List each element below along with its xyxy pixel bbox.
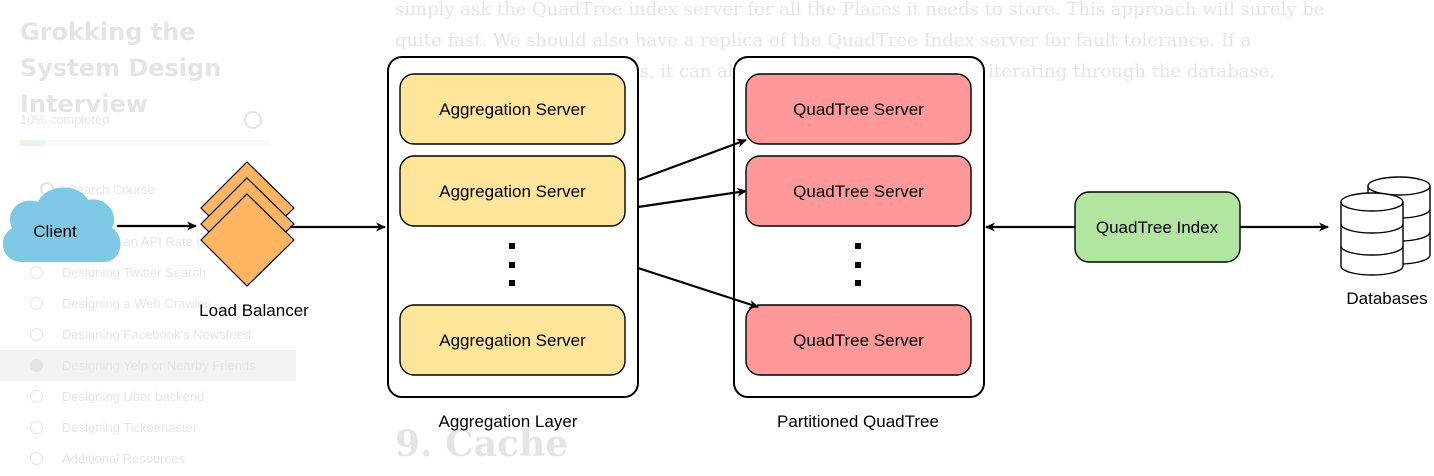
- svg-text:QuadTree Server: QuadTree Server: [793, 100, 924, 119]
- load-balancer-label: Load Balancer: [199, 301, 309, 320]
- quadtree-server: QuadTree Server: [745, 155, 972, 227]
- ellipsis-dots: [509, 243, 515, 286]
- ellipsis-dots: [855, 243, 861, 286]
- svg-text:QuadTree Server: QuadTree Server: [793, 182, 924, 201]
- quadtree-server: QuadTree Server: [745, 304, 972, 376]
- aggregation-server: Aggregation Server: [399, 155, 626, 227]
- svg-text:QuadTree Server: QuadTree Server: [793, 331, 924, 350]
- quadtree-index-label: QuadTree Index: [1096, 218, 1219, 237]
- client-label: Client: [33, 222, 77, 241]
- svg-text:Aggregation Server: Aggregation Server: [439, 100, 586, 119]
- arrow-aggregation-to-quadtree: [637, 138, 747, 182]
- diamond-shape: [200, 193, 295, 287]
- aggregation-server: Aggregation Server: [399, 73, 626, 145]
- quadtree-server: QuadTree Server: [745, 73, 972, 145]
- aggregation-layer-label: Aggregation Layer: [439, 412, 578, 431]
- arrow-aggregation-to-quadtree: [637, 187, 747, 209]
- cloud-icon: [2, 187, 121, 262]
- svg-text:Aggregation Server: Aggregation Server: [439, 331, 586, 350]
- client-node: Client: [2, 187, 121, 262]
- load-balancer-node: Load Balancer: [199, 161, 309, 320]
- svg-text:Aggregation Server: Aggregation Server: [439, 182, 586, 201]
- partitioned-quadtree-label: Partitioned QuadTree: [777, 412, 939, 431]
- database-icon: Databases: [1340, 176, 1431, 308]
- arrow-aggregation-to-quadtree: [637, 266, 759, 309]
- databases-label: Databases: [1346, 289, 1427, 308]
- quadtree-index-node: QuadTree Index: [1074, 191, 1241, 263]
- aggregation-server: Aggregation Server: [399, 304, 626, 376]
